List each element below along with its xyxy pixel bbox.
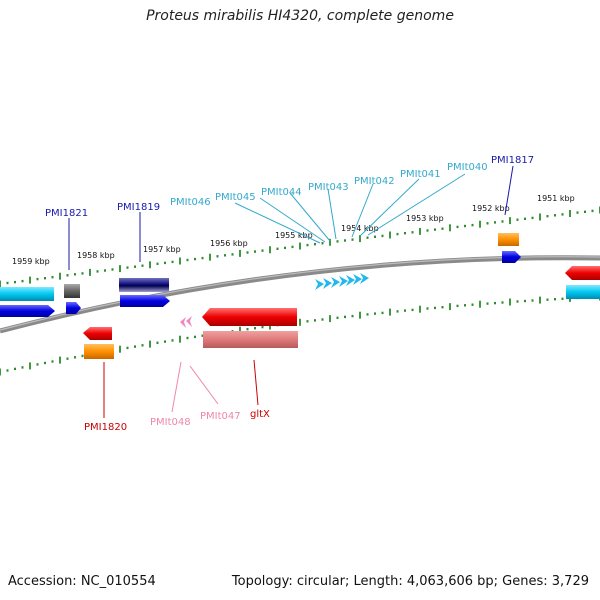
gene-feature-blue-arrow [502, 251, 521, 263]
tick-label: 1956 kbp [210, 239, 248, 248]
trna-chevron [353, 274, 362, 285]
trna-chevrons-top [315, 273, 369, 290]
gene-feature-red-arrow [565, 266, 600, 280]
leader-line [504, 165, 514, 216]
gene-feature-gray [64, 284, 80, 298]
gene-feature-cyan [566, 285, 600, 299]
gene-feature-navy [119, 278, 169, 292]
trna-chevron [346, 275, 355, 286]
gene-label: PMIt045 [215, 192, 256, 203]
gene-label: PMIt043 [308, 182, 349, 193]
gene-feature-red-arrow [83, 327, 112, 340]
features-top-strand [0, 233, 600, 317]
trna-chevron-pink [186, 316, 192, 327]
leader-line [327, 188, 337, 240]
tick-labels: 1959 kbp 1958 kbp 1957 kbp 1956 kbp 1955… [12, 194, 575, 266]
trna-chevron [331, 277, 340, 288]
gene-label: PMI1819 [117, 202, 160, 213]
tick-label: 1954 kbp [341, 224, 379, 233]
tick-label: 1953 kbp [406, 214, 444, 223]
gene-label: PMIt047 [200, 411, 241, 422]
map-title: Proteus mirabilis HI4320, complete genom… [146, 8, 454, 24]
gene-labels: PMI1821 PMI1819 PMI1817 PMIt046 PMIt045 … [45, 155, 534, 433]
gene-label: gltX [250, 409, 270, 420]
accession-text: Accession: NC_010554 [8, 574, 156, 589]
gene-label: PMIt040 [447, 162, 488, 173]
gene-label: PMIt041 [400, 169, 441, 180]
gene-label: PMIt048 [150, 417, 191, 428]
leader-line [234, 202, 321, 244]
gene-feature-pink [203, 331, 298, 348]
tick-label: 1957 kbp [143, 245, 181, 254]
gene-label: PMI1820 [84, 422, 127, 433]
gene-label: PMIt046 [170, 197, 211, 208]
trna-chevron [360, 273, 369, 284]
leader-line [351, 183, 374, 238]
leader-line [253, 359, 259, 406]
trna-chevron [323, 278, 332, 289]
tick-label: 1959 kbp [12, 257, 50, 266]
gene-feature-blue-arrow [120, 295, 170, 307]
leader-line [289, 192, 331, 242]
leader-line [171, 361, 182, 413]
leader-line [259, 197, 326, 243]
gene-label: PMI1817 [491, 155, 534, 166]
gene-feature-blue-arrow [0, 305, 55, 317]
genome-summary-text: Topology: circular; Length: 4,063,606 bp… [231, 574, 589, 589]
gene-label: PMIt042 [354, 176, 395, 187]
gene-feature-orange [84, 344, 114, 359]
features-bottom-strand [83, 308, 298, 359]
tick-label: 1951 kbp [537, 194, 575, 203]
trna-chevron [315, 279, 324, 290]
leader-line [189, 365, 219, 405]
gene-feature-cyan [0, 287, 54, 301]
tick-label: 1952 kbp [472, 204, 510, 213]
trna-chevron-pink [180, 317, 186, 328]
gene-feature-blue-arrow [66, 302, 81, 314]
leader-line [359, 178, 420, 237]
leader-lines [68, 165, 514, 418]
gene-label: PMIt044 [261, 187, 302, 198]
leader-line [367, 173, 466, 236]
gene-feature-orange [498, 233, 519, 246]
tick-label: 1955 kbp [275, 231, 313, 240]
tick-label: 1958 kbp [77, 251, 115, 260]
trna-chevron [339, 276, 348, 287]
gene-label: PMI1821 [45, 208, 88, 219]
gene-feature-red-arrow [202, 308, 297, 326]
